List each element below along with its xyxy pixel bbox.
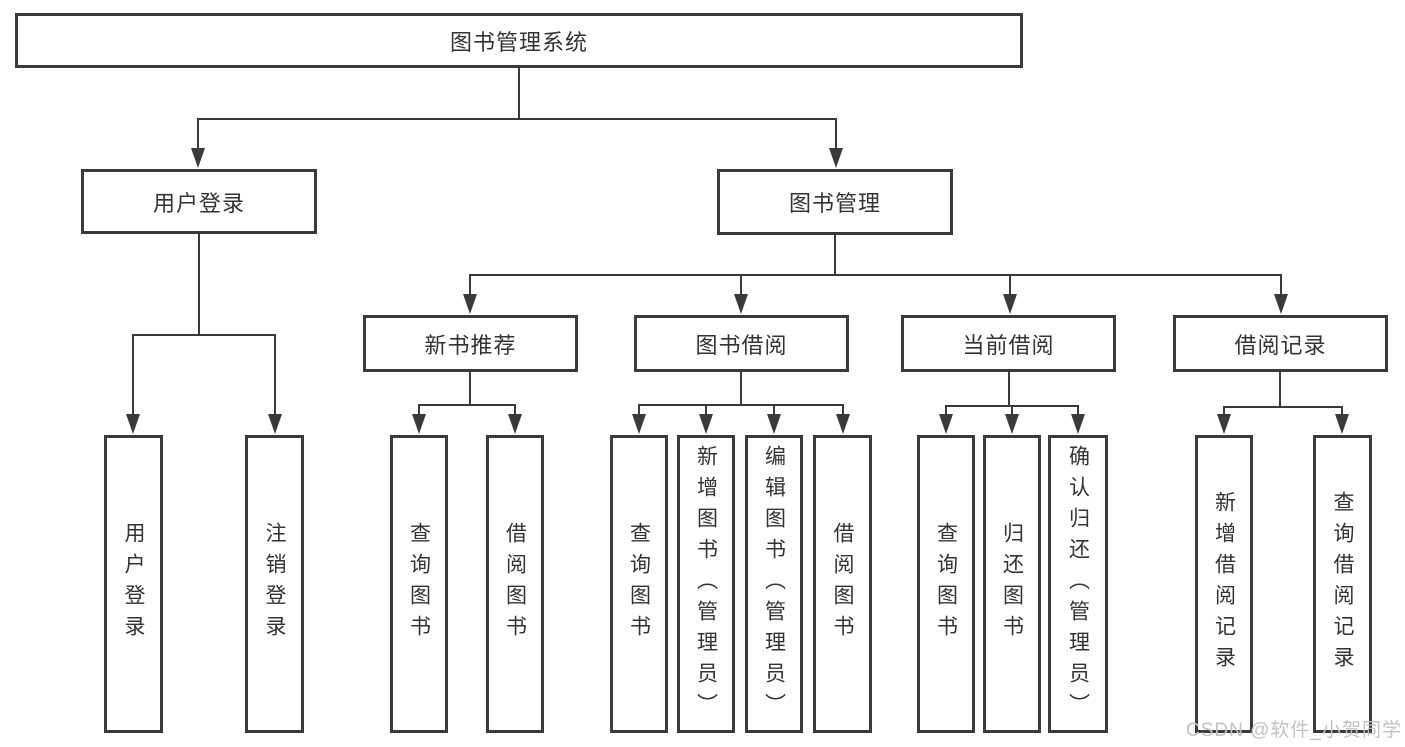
connector-line [1223,406,1343,408]
arrow-down-icon [939,414,953,434]
node-borrowing-records: 借阅记录 [1173,315,1388,372]
connector-line [198,234,200,336]
node-label: 图书管理 [788,191,881,216]
arrow-down-icon [829,148,843,168]
arrow-down-icon [412,414,426,434]
arrow-down-icon [699,414,713,434]
leaf-label: 借阅图书 [503,522,527,646]
leaf-user-login: 用户登录 [104,435,163,733]
node-label: 新书推荐 [424,332,517,358]
leaf-label: 查询借阅记录 [1331,491,1354,677]
connector-line [705,404,707,416]
connector-line [773,404,775,416]
connector-line [945,405,947,416]
arrow-down-icon [632,414,646,434]
connector-line [638,404,844,406]
leaf-borrow-books-recommend: 借阅图书 [486,435,544,733]
node-book-management: 图书管理 [717,169,953,235]
csdn-watermark: CSDN @软件_小贺同学 [1186,720,1402,741]
leaf-label: 新增借阅记录 [1212,491,1236,677]
connector-line [418,404,420,416]
arrow-down-icon [463,294,477,314]
connector-line [132,334,276,336]
connector-line [469,274,1282,276]
leaf-label: 确认归还（管理员） [1066,444,1090,724]
arrow-down-icon [1217,414,1231,434]
node-current-borrowing: 当前借阅 [901,315,1116,372]
leaf-return-books: 归还图书 [983,435,1041,733]
connector-line [740,372,742,405]
leaf-label: 借阅图书 [831,522,854,646]
connector-line [1077,405,1079,416]
connector-line [418,404,516,406]
leaf-query-borrow-record: 查询借阅记录 [1313,435,1372,733]
connector-line [1008,372,1010,407]
arrow-down-icon [1071,414,1085,434]
leaf-query-books-recommend: 查询图书 [390,435,448,733]
leaf-label: 归还图书 [1000,522,1024,646]
node-library-management-system: 图书管理系统 [15,13,1023,68]
connector-line [835,118,837,150]
connector-line [638,404,640,416]
connector-line [197,118,837,120]
leaf-label: 查询图书 [407,522,431,646]
node-label: 当前借阅 [962,332,1055,358]
node-new-book-recommendation: 新书推荐 [363,315,578,372]
arrow-down-icon [836,414,850,434]
arrow-down-icon [1003,294,1017,314]
connector-line [132,334,134,416]
leaf-query-books-current: 查询图书 [917,435,975,733]
leaf-edit-books-admin: 编辑图书（管理员） [745,435,803,733]
connector-line [1223,406,1225,416]
arrow-down-icon [1274,294,1288,314]
arrow-down-icon [1005,414,1019,434]
node-label: 借阅记录 [1234,332,1327,358]
connector-line [197,118,199,150]
connector-line [1280,274,1282,295]
connector-line [1009,274,1011,295]
leaf-borrow-books: 借阅图书 [813,435,872,733]
node-user-login: 用户登录 [81,169,317,234]
arrow-down-icon [191,148,205,168]
leaf-label: 查询图书 [934,522,958,646]
node-label: 图书管理系统 [449,29,588,55]
arrow-down-icon [734,294,748,314]
connector-line [1341,406,1343,416]
leaf-add-borrow-record: 新增借阅记录 [1195,435,1253,733]
connector-line [274,334,276,416]
leaf-logout-login: 注销登录 [245,435,304,733]
connector-line [842,404,844,416]
arrow-down-icon [268,414,282,434]
leaf-add-books-admin: 新增图书（管理员） [677,435,735,733]
node-label: 用户登录 [152,190,245,216]
leaf-label: 用户登录 [122,522,145,646]
leaf-label: 查询图书 [627,522,651,646]
connector-line [1011,405,1013,416]
leaf-label: 注销登录 [263,522,286,646]
arrow-down-icon [767,414,781,434]
connector-line [469,274,471,295]
connector-line [1279,372,1281,408]
connector-line [518,68,520,119]
arrow-down-icon [508,414,522,434]
connector-line [740,274,742,295]
node-book-borrowing: 图书借阅 [634,315,849,372]
leaf-confirm-return-admin: 确认归还（管理员） [1048,435,1108,733]
connector-line [469,372,471,405]
connector-line [834,235,836,276]
arrow-down-icon [126,414,140,434]
leaf-label: 新增图书（管理员） [694,444,718,724]
leaf-query-books-borrowing: 查询图书 [610,435,668,733]
leaf-label: 编辑图书（管理员） [762,444,786,724]
node-label: 图书借阅 [695,332,788,358]
connector-line [514,404,516,416]
arrow-down-icon [1335,414,1349,434]
